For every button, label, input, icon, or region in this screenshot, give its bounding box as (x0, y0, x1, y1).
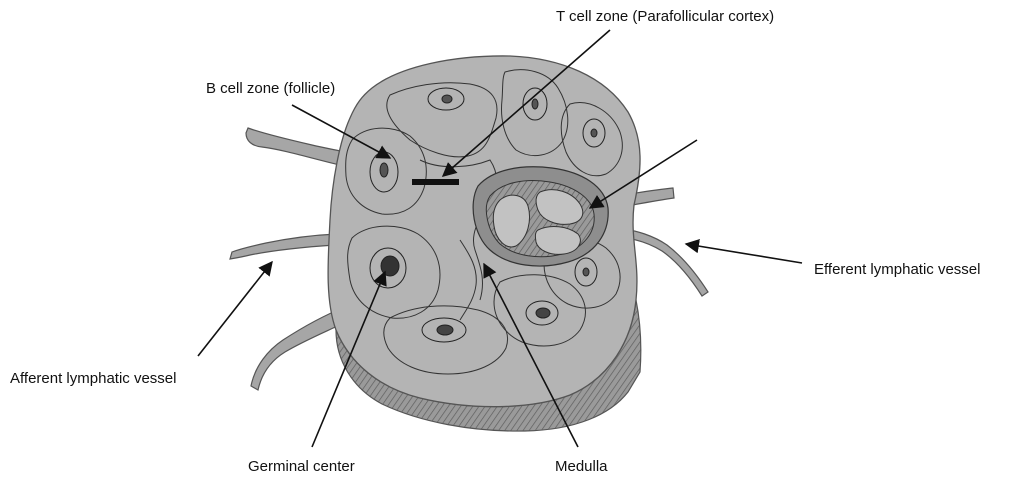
label-germinal-center: Germinal center (248, 458, 355, 476)
gc-dot-right-upper (591, 129, 597, 137)
gc-dot-left-upper (380, 163, 388, 177)
label-b-cell-zone: B cell zone (follicle) (206, 80, 335, 98)
label-efferent-vessel: Efferent lymphatic vessel (814, 261, 980, 279)
label-afferent-vessel: Afferent lymphatic vessel (10, 370, 176, 388)
gc-dot-bottom (437, 325, 453, 335)
gc-dot-bottom-right (536, 308, 550, 318)
afferent-vessel-mid-left (230, 234, 337, 259)
arrow-efferent-vessel (686, 244, 802, 263)
label-t-cell-zone: T cell zone (Parafollicular cortex) (556, 8, 774, 26)
gc-dot-top-left (442, 95, 452, 103)
gc-dot-top-right (532, 99, 538, 109)
gc-dot-right-lower (583, 268, 589, 276)
medulla-region (473, 167, 608, 266)
scale-bar (412, 179, 459, 185)
arrow-afferent-vessel (198, 262, 272, 356)
medulla-sinus-right-bottom (535, 227, 580, 255)
label-medulla: Medulla (555, 458, 608, 476)
afferent-vessel-upper-left (246, 128, 345, 165)
gc-dot-left-lower (381, 256, 399, 276)
